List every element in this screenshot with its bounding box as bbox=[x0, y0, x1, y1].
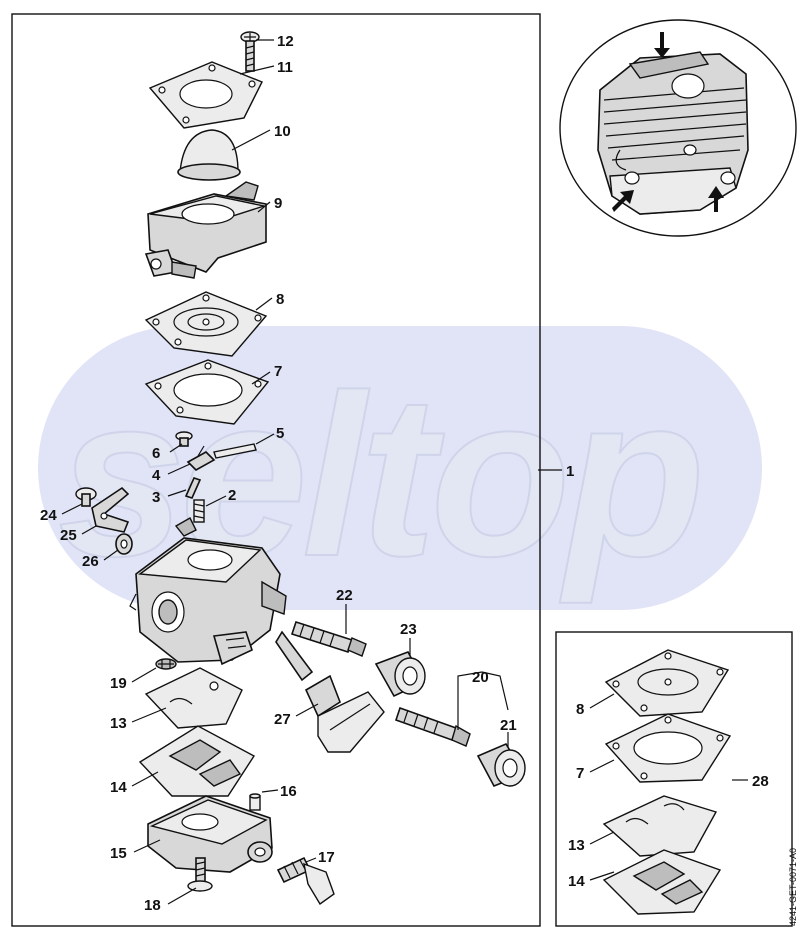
kit-diaphragm-8 bbox=[604, 649, 730, 717]
callout-19: 19 bbox=[110, 675, 127, 692]
kit-plate-13 bbox=[602, 795, 718, 857]
kit-callouts: 8 7 13 14 28 bbox=[568, 701, 769, 890]
part-choke-knob-27 bbox=[304, 674, 385, 753]
part-pin-16 bbox=[249, 793, 261, 811]
leader-lines bbox=[61, 39, 748, 905]
part-pump-housing-9 bbox=[144, 181, 267, 279]
part-gasket-14 bbox=[138, 725, 256, 797]
callout-11: 11 bbox=[277, 59, 293, 76]
callout-5: 5 bbox=[276, 425, 284, 442]
callout-24: 24 bbox=[40, 507, 57, 524]
callout-7: 7 bbox=[274, 363, 282, 380]
callout-14: 14 bbox=[110, 779, 127, 796]
kit-callout-7: 7 bbox=[576, 765, 584, 782]
part-lever-4 bbox=[186, 445, 216, 471]
part-lever-25 bbox=[91, 486, 130, 533]
arrow-left-icon bbox=[612, 190, 634, 212]
callout-21: 21 bbox=[500, 717, 517, 734]
part-pin-5 bbox=[213, 443, 257, 459]
part-limiter-cap-21 bbox=[476, 742, 526, 788]
part-adjusting-screw-20 bbox=[394, 706, 471, 747]
cylinder-detail-circle bbox=[559, 19, 797, 237]
callout-12: 12 bbox=[277, 33, 294, 50]
part-adjusting-screw-22 bbox=[275, 620, 367, 682]
part-limiter-cap-23 bbox=[374, 651, 426, 698]
kit-callout-8: 8 bbox=[576, 701, 584, 718]
drawing-reference-code: 4241-GET-0071-A0 bbox=[788, 848, 798, 926]
callout-1: 1 bbox=[566, 463, 574, 480]
callout-4: 4 bbox=[152, 467, 161, 484]
kit-callout-14: 14 bbox=[568, 873, 585, 890]
part-screw-17 bbox=[276, 856, 335, 906]
callout-2: 2 bbox=[228, 487, 236, 504]
part-primer-bulb-10 bbox=[177, 129, 241, 181]
callout-22: 22 bbox=[336, 587, 353, 604]
part-screw-24 bbox=[75, 487, 97, 507]
callout-6: 6 bbox=[152, 445, 160, 462]
arrow-top-icon bbox=[654, 32, 670, 58]
part-cover-15 bbox=[147, 795, 273, 873]
callout-23: 23 bbox=[400, 621, 417, 638]
part-screw-6 bbox=[175, 431, 193, 447]
callout-18: 18 bbox=[144, 897, 161, 914]
callout-8: 8 bbox=[276, 291, 284, 308]
callout-10: 10 bbox=[274, 123, 291, 140]
callout-16: 16 bbox=[280, 783, 297, 800]
kit-gasket-7 bbox=[604, 713, 732, 783]
part-diaphragm-8 bbox=[144, 291, 268, 357]
callout-26: 26 bbox=[82, 553, 99, 570]
main-callouts: 1 12 11 10 9 8 7 5 6 4 3 2 24 25 26 22 2… bbox=[40, 33, 574, 914]
callout-13: 13 bbox=[110, 715, 127, 732]
repair-kit-frame bbox=[555, 631, 793, 927]
kit-callout-13: 13 bbox=[568, 837, 585, 854]
part-screw-12 bbox=[240, 31, 260, 72]
callout-20: 20 bbox=[472, 669, 489, 686]
arrow-right-icon bbox=[708, 186, 724, 212]
callout-15: 15 bbox=[110, 845, 127, 862]
part-bushing-26 bbox=[115, 533, 133, 555]
cylinder-detail-illustration bbox=[597, 32, 749, 215]
part-metering-plate-13 bbox=[144, 667, 243, 729]
kit-callout-28: 28 bbox=[752, 773, 769, 790]
part-screen-19 bbox=[155, 658, 177, 670]
part-gasket-11 bbox=[148, 61, 263, 129]
part-carburetor-body bbox=[129, 517, 287, 666]
part-gasket-7 bbox=[144, 359, 270, 425]
callout-25: 25 bbox=[60, 527, 77, 544]
callout-3: 3 bbox=[152, 489, 160, 506]
part-spring-2 bbox=[193, 499, 205, 523]
callout-27: 27 bbox=[274, 711, 291, 728]
kit-gasket-14 bbox=[602, 849, 722, 915]
part-needle-3 bbox=[184, 477, 202, 499]
callout-17: 17 bbox=[318, 849, 335, 866]
callout-9: 9 bbox=[274, 195, 282, 212]
